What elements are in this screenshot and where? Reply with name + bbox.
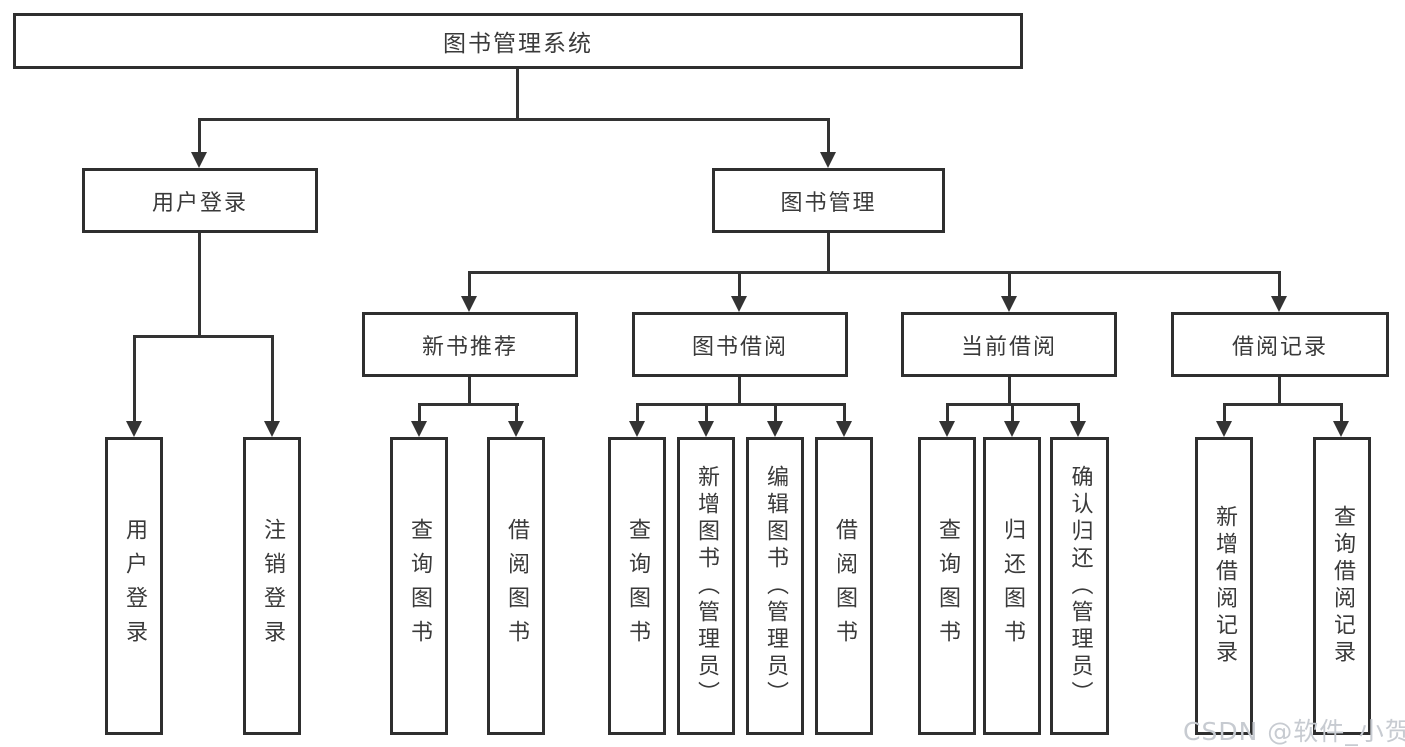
arrowhead-leaf-logout [264,421,280,437]
connector-book-mgmt-stem [827,233,830,274]
leaf-user-login-label: 用户登录 [122,518,147,654]
arrowhead-query-record [1333,421,1349,437]
arrowhead-query-book-b [629,421,645,437]
arrowhead-leaf-user-login [126,421,142,437]
leaf-confirm-return-label: 确认归还（管理员） [1067,464,1093,708]
connector-current-borrow-stem [1008,377,1011,406]
node-current-borrow-label: 当前借阅 [960,334,1057,360]
node-new-book-rec-label: 新书推荐 [421,334,518,360]
arrowhead-book-mgmt [820,152,836,168]
connector-level3-rail [468,271,1281,274]
leaf-logout: 注销登录 [243,437,301,735]
connector-add-record-drop [1223,403,1226,422]
connector-leaf-user-login-drop [133,335,136,422]
connector-new-book-rec-stem [468,377,471,406]
leaf-query-book-b: 查询图书 [608,437,666,735]
leaf-edit-book-label: 编辑图书（管理员） [763,464,788,708]
arrowhead-borrow-book-b [836,421,852,437]
leaf-return-book-label: 归还图书 [1000,518,1025,654]
connector-group-e-rail [1223,403,1343,406]
connector-query-book-c-drop [946,403,949,422]
leaf-confirm-return: 确认归还（管理员） [1050,437,1109,735]
connector-user-login-drop [198,118,201,154]
arrowhead-add-record [1216,421,1232,437]
leaf-borrow-book-b-label: 借阅图书 [832,518,857,654]
leaf-borrow-book-a: 借阅图书 [487,437,545,735]
watermark-text: CSDN @软件_小贺同学 [1183,717,1405,746]
connector-root-stem [516,69,519,120]
node-user-login: 用户登录 [82,168,318,233]
connector-level2-rail [198,118,830,121]
node-root: 图书管理系统 [13,13,1023,69]
connector-current-borrow-drop [1008,271,1011,298]
leaf-borrow-book-a-label: 借阅图书 [504,518,529,654]
leaf-add-record: 新增借阅记录 [1195,437,1253,735]
arrowhead-borrow-record [1271,296,1287,312]
leaf-user-login: 用户登录 [105,437,163,735]
connector-book-borrow-stem [738,377,741,406]
connector-book-mgmt-drop [827,118,830,154]
arrowhead-add-book [698,421,714,437]
connector-borrow-record-drop [1278,271,1281,298]
connector-book-borrow-drop [738,271,741,298]
leaf-borrow-book-b: 借阅图书 [815,437,873,735]
arrowhead-new-book-rec [461,296,477,312]
leaf-add-book-label: 新增图书（管理员） [694,464,719,708]
node-borrow-record-label: 借阅记录 [1231,334,1328,360]
arrowhead-book-borrow [731,296,747,312]
node-current-borrow: 当前借阅 [901,312,1117,377]
node-book-borrow-label: 图书借阅 [691,334,788,360]
leaf-query-book-c: 查询图书 [918,437,976,735]
connector-borrow-book-a-drop [515,403,518,422]
arrowhead-user-login [191,152,207,168]
node-root-label: 图书管理系统 [443,31,593,57]
leaf-query-record: 查询借阅记录 [1313,437,1371,735]
arrowhead-return-book [1004,421,1020,437]
node-book-mgmt-label: 图书管理 [780,190,877,216]
arrowhead-current-borrow [1001,296,1017,312]
leaf-query-book-a-label: 查询图书 [407,518,432,654]
leaf-add-record-label: 新增借阅记录 [1212,505,1237,667]
leaf-return-book: 归还图书 [983,437,1041,735]
connector-query-book-b-drop [636,403,639,422]
connector-group-c-rail [636,403,846,406]
leaf-edit-book: 编辑图书（管理员） [746,437,804,735]
leaf-query-book-b-label: 查询图书 [625,518,650,654]
connector-borrow-record-stem [1278,377,1281,406]
arrowhead-query-book-c [939,421,955,437]
node-book-mgmt: 图书管理 [712,168,945,233]
connector-confirm-return-drop [1077,403,1080,422]
connector-new-book-rec-drop [468,271,471,298]
leaf-logout-label: 注销登录 [260,518,285,654]
leaf-query-book-a: 查询图书 [390,437,448,735]
leaf-query-record-label: 查询借阅记录 [1330,505,1355,667]
arrowhead-confirm-return [1070,421,1086,437]
connector-query-book-a-drop [418,403,421,422]
leaf-add-book: 新增图书（管理员） [677,437,735,735]
connector-leaf-logout-drop [271,335,274,422]
connector-login-group-rail [133,335,274,338]
arrowhead-query-book-a [411,421,427,437]
connector-borrow-book-b-drop [843,403,846,422]
connector-user-login-stem [198,233,201,338]
arrowhead-edit-book [767,421,783,437]
leaf-query-book-c-label: 查询图书 [935,518,960,654]
node-borrow-record: 借阅记录 [1171,312,1389,377]
connector-group-b-rail [418,403,519,406]
connector-add-book-drop [705,403,708,422]
connector-return-book-drop [1011,403,1014,422]
node-book-borrow: 图书借阅 [632,312,848,377]
node-new-book-rec: 新书推荐 [362,312,578,377]
node-user-login-label: 用户登录 [151,190,248,216]
arrowhead-borrow-book-a [508,421,524,437]
connector-query-record-drop [1340,403,1343,422]
connector-edit-book-drop [774,403,777,422]
